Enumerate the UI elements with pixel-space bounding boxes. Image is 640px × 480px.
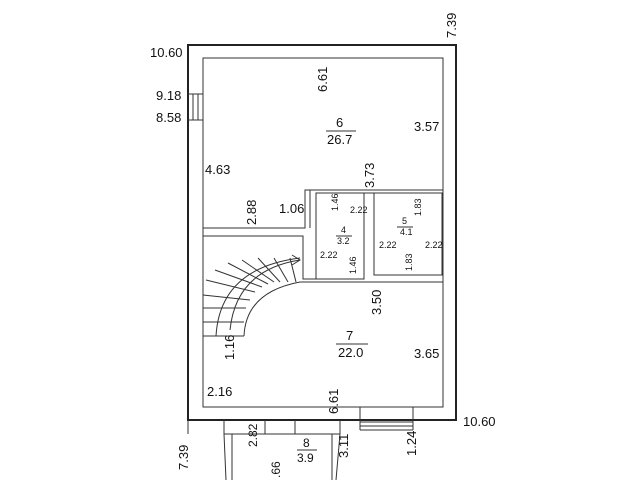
room4-dim-top-right: 2.22	[350, 205, 368, 215]
room6-dim-vert: 3.73	[362, 163, 377, 188]
room4-dim-left: 2.22	[320, 250, 338, 260]
room4-dim-top-left: 1.46	[330, 193, 340, 211]
window-left	[188, 93, 203, 121]
room4-number: 4	[341, 225, 346, 235]
room7-dim-right: 3.65	[414, 346, 439, 361]
room8-dim-far: 1.24	[404, 431, 419, 456]
inner-wall-outline	[202, 57, 444, 408]
room6-dim-wall: 1.06	[279, 201, 304, 216]
room8-bay	[223, 420, 341, 480]
room8-dim-left: 2.82	[246, 423, 260, 447]
dim-top-left: 10.60	[150, 45, 183, 60]
room4-dim-bottom: 1.46	[348, 256, 358, 274]
dim-window-lower: 8.58	[156, 110, 181, 125]
dim-bottom-left: 7.39	[176, 445, 191, 470]
room5-dim-top: 1.83	[413, 198, 423, 216]
room4-outline	[315, 192, 365, 280]
room8-area: 3.9	[297, 451, 314, 465]
room6-partition	[203, 189, 443, 229]
room4-area: 3.2	[337, 236, 350, 246]
room6-dim-top: 6.61	[315, 67, 330, 92]
room7-dim-bottom-left: 2.16	[207, 384, 232, 399]
staircase	[202, 235, 443, 337]
room7-area: 22.0	[338, 345, 363, 360]
room5-area: 4.1	[400, 227, 413, 237]
room7-dim-bottom: 6.61	[326, 389, 341, 414]
room7-number: 7	[346, 328, 353, 343]
room6-dim-bottom: 2.88	[244, 200, 259, 225]
dim-top-right: 7.39	[444, 13, 459, 38]
dim-window-upper: 9.18	[156, 88, 181, 103]
room5-dim-left: 2.22	[379, 240, 397, 250]
outer-wall	[187, 44, 457, 421]
room5-dim-bottom: 1.83	[404, 253, 414, 271]
room6-area: 26.7	[327, 132, 352, 147]
room7-dim-left: 1.16	[222, 335, 237, 360]
entrance	[187, 407, 414, 434]
room8-number: 8	[303, 436, 310, 450]
room6-dim-right: 3.57	[414, 119, 439, 134]
room6-number: 6	[336, 115, 343, 130]
room5-dim-right: 2.22	[425, 240, 443, 250]
room5-outline	[373, 192, 443, 276]
room8-dim-small: .66	[269, 461, 283, 478]
dim-bottom-right: 10.60	[463, 414, 496, 429]
room5-number: 5	[402, 216, 407, 226]
room6-dim-left: 4.63	[205, 162, 230, 177]
room8-dim-right: 3.11	[336, 434, 351, 458]
room7-dim-vert: 3.50	[369, 290, 384, 315]
